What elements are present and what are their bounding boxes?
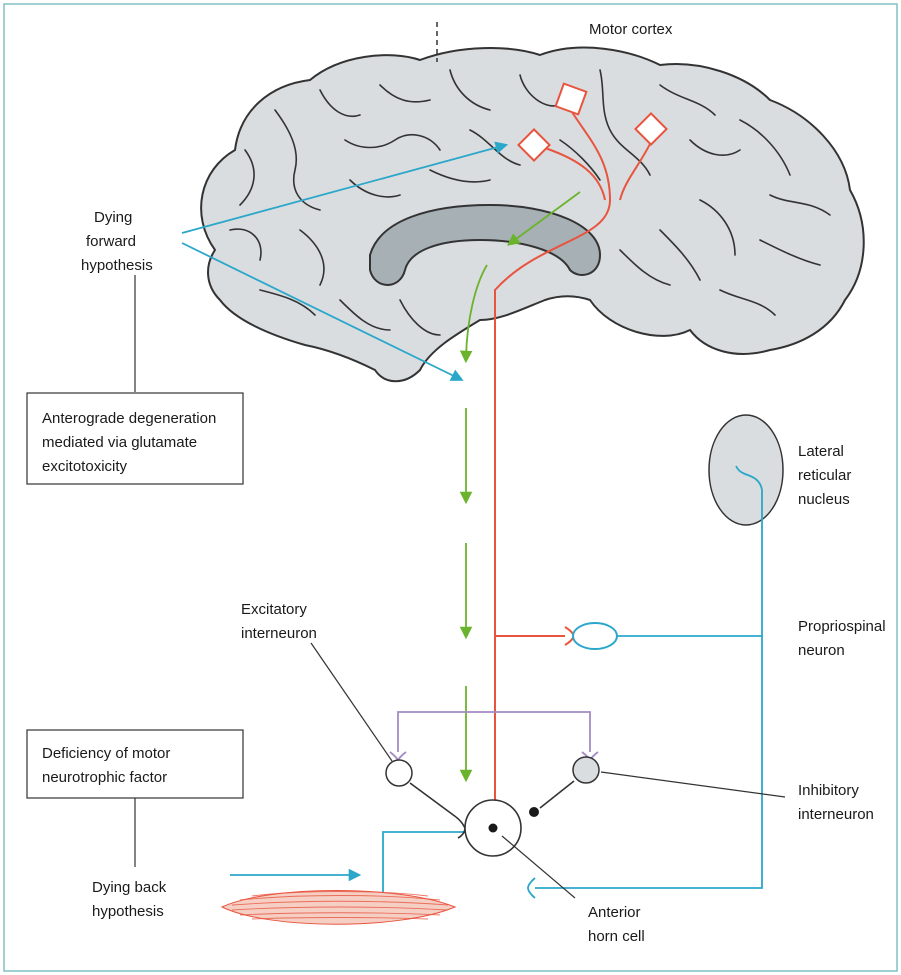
- figure-border: [3, 3, 898, 972]
- excitatory-interneuron-label: Excitatory interneuron: [241, 601, 317, 642]
- dying-back-line-2: hypothesis: [92, 903, 164, 920]
- dying-back-line-1: Dying back: [92, 879, 167, 896]
- anterograde-line-3: excitotoxicity: [42, 458, 128, 475]
- brain-illustration: [200, 46, 865, 383]
- lateral-reticular-label: Lateral reticular nucleus: [798, 443, 856, 508]
- deficiency-line-1: Deficiency of motor: [42, 745, 170, 762]
- inhibitory-interneuron: [572, 756, 600, 784]
- anterior-horn-label: Anterior horn cell: [588, 904, 645, 945]
- motor-cortex-label: Motor cortex: [589, 21, 673, 38]
- lateral-reticular-nucleus: [708, 414, 784, 526]
- anterograde-arrows: [459, 191, 581, 783]
- anterograde-degeneration-box: [26, 392, 244, 485]
- dying-forward-line-2: forward: [86, 233, 136, 250]
- inhibitory-line-1: Inhibitory: [798, 782, 859, 799]
- anterior-horn-line-1: Anterior: [588, 904, 641, 921]
- muscle-fibre: [220, 890, 457, 925]
- deficiency-box-text: Deficiency of motor neurotrophic factor: [42, 745, 175, 786]
- propriospinal-label: Propriospinal neuron: [798, 618, 890, 659]
- propriospinal-line-1: Propriospinal: [798, 618, 886, 635]
- deficiency-box: [26, 729, 244, 799]
- leader-lines: [134, 275, 786, 899]
- propriospinal-neuron: [572, 622, 618, 650]
- propriospinal-line-2: neuron: [798, 642, 845, 659]
- anterior-horn-line-2: horn cell: [588, 928, 645, 945]
- anterograde-line-2: mediated via glutamate: [42, 434, 197, 451]
- dying-back-label: Dying back hypothesis: [92, 879, 170, 920]
- dying-forward-line-3: hypothesis: [81, 257, 153, 274]
- excitatory-line-1: Excitatory: [241, 601, 307, 618]
- cortical-neuron-diamond-right: [634, 112, 668, 146]
- inhibitory-synapse-dot: [529, 807, 539, 817]
- anterograde-box-text: Anterograde degeneration mediated via gl…: [42, 410, 220, 475]
- anterograde-line-1: Anterograde degeneration: [42, 410, 216, 427]
- excitatory-line-2: interneuron: [241, 625, 317, 642]
- cortical-neuron-diamond-left: [517, 128, 551, 162]
- inhibitory-interneuron-label: Inhibitory interneuron: [798, 782, 874, 823]
- lateral-reticular-line-3: nucleus: [798, 491, 850, 508]
- anterior-horn-nucleus: [488, 823, 498, 833]
- inhibitory-line-2: interneuron: [798, 806, 874, 823]
- lateral-reticular-line-1: Lateral: [798, 443, 844, 460]
- dying-forward-label: Dying forward hypothesis: [81, 209, 153, 274]
- lateral-reticular-line-2: reticular: [798, 467, 851, 484]
- dying-forward-pointers: [181, 141, 509, 381]
- upper-motor-neuron: [489, 111, 653, 845]
- cortical-neuron-square: [554, 82, 588, 116]
- dying-forward-line-1: Dying: [94, 209, 132, 226]
- excitatory-interneuron: [385, 759, 413, 787]
- deficiency-line-2: neurotrophic factor: [42, 769, 167, 786]
